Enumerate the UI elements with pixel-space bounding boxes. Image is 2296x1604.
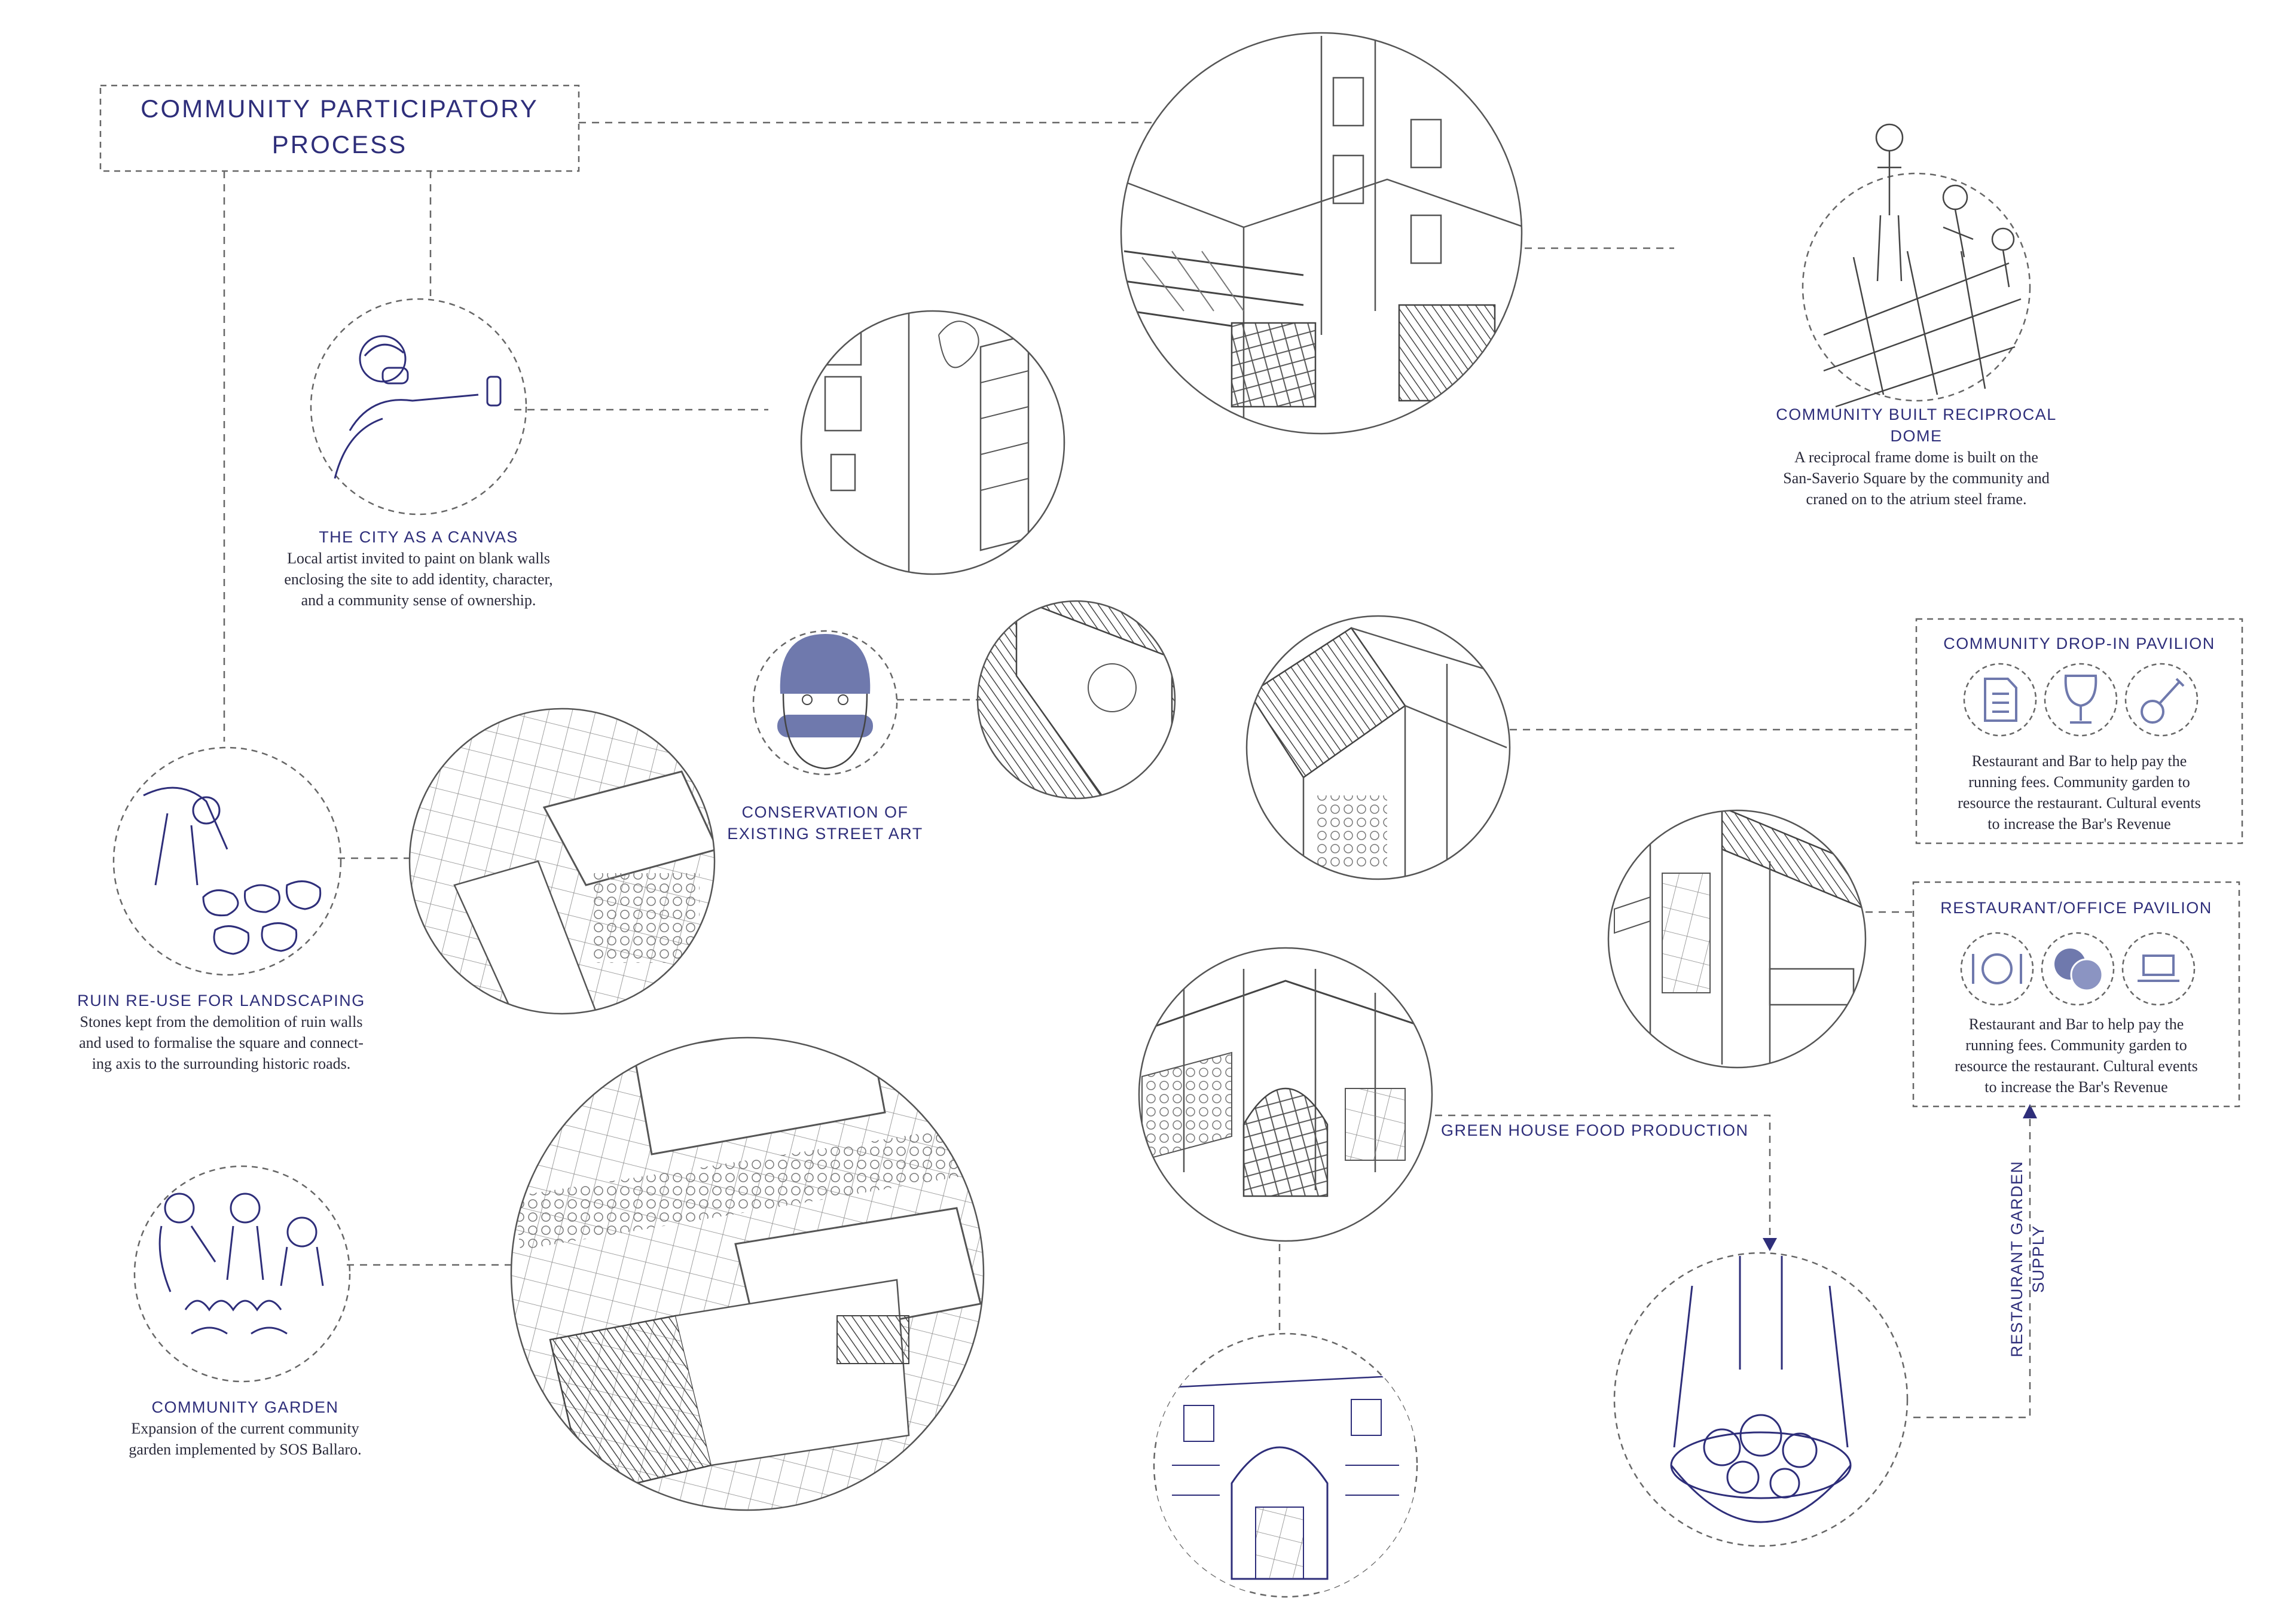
greenhouse-illustration — [1138, 947, 1433, 1242]
facade-illustration — [1157, 1374, 1414, 1591]
laptop-icon — [2138, 955, 2179, 982]
arrow-down-icon — [1763, 1238, 1777, 1251]
document-icon — [1984, 678, 2017, 722]
drop-in-pavilion-box — [1915, 618, 2243, 844]
square-illustration — [510, 1036, 985, 1511]
drop-in-pavilion-line: to increase the Bar's Revenue — [1987, 815, 2171, 833]
artist-vignette — [310, 298, 527, 516]
coins-icon — [2054, 949, 2103, 992]
street-art-title-line: CONSERVATION OF — [741, 803, 909, 821]
garden-vignette — [133, 1165, 351, 1383]
ruin-reuse-line: and used to formalise the square and con… — [79, 1034, 364, 1051]
artist-figure — [334, 335, 502, 479]
reciprocal-dome-line: A reciprocal frame dome is built on the — [1794, 449, 2038, 466]
drop-in-pavilion-text: Restaurant and Bar to help pay the runni… — [1919, 751, 2239, 834]
restaurant-pavilion-illustration — [1607, 809, 1867, 1069]
guitar-icon — [2141, 678, 2185, 724]
harvest-vignette — [1613, 1252, 1909, 1547]
restaurant-pavilion-title: RESTAURANT/OFFICE PAVILION — [1940, 899, 2212, 917]
builders-vignette — [1802, 172, 2031, 402]
street-art-caption: CONSERVATION OF EXISTING STREET ART — [706, 801, 945, 844]
drop-in-pavilion-illustration — [1245, 615, 1511, 880]
ruin-reuse-line: ing axis to the surrounding historic roa… — [91, 1055, 351, 1072]
drop-in-pavilion-caption: COMMUNITY DROP-IN PAVILION — [1919, 633, 2239, 654]
page-title-line2: PROCESS — [271, 130, 408, 158]
atrium-illustration — [1120, 32, 1523, 435]
reciprocal-dome-line: San-Saverio Square by the community and — [1783, 469, 2050, 487]
drop-in-pavilion-line: resource the restaurant. Cultural events — [1958, 794, 2201, 812]
street-art-face — [777, 634, 873, 770]
ruin-reuse-caption: RUIN RE-USE FOR LANDSCAPING Stones kept … — [36, 990, 407, 1074]
ruin-reuse-title: RUIN RE-USE FOR LANDSCAPING — [77, 992, 365, 1010]
restaurant-pavilion-box — [1912, 881, 2240, 1108]
reciprocal-dome-line: craned on to the atrium steel frame. — [1806, 490, 2027, 508]
restaurant-pavilion-line: resource the restaurant. Cultural events — [1955, 1057, 2198, 1075]
street-wall-illustration — [800, 310, 1065, 575]
community-garden-line: Expansion of the current community — [131, 1420, 359, 1437]
drop-in-pavilion-title: COMMUNITY DROP-IN PAVILION — [1943, 635, 2215, 652]
page-title: COMMUNITY PARTICIPATORY PROCESS — [100, 91, 579, 163]
restaurant-pavilion-caption: RESTAURANT/OFFICE PAVILION — [1916, 897, 2236, 919]
city-canvas-line: and a community sense of ownership. — [301, 591, 536, 609]
street-art-vignette — [752, 630, 898, 776]
restaurant-pavilion-line: Restaurant and Bar to help pay the — [1968, 1016, 2184, 1033]
ruin-reuse-line: Stones kept from the demolition of ruin … — [80, 1013, 363, 1030]
wine-glass-icon — [2064, 675, 2097, 724]
builders-figure — [1823, 123, 2022, 408]
city-canvas-line: Local artist invited to paint on blank w… — [287, 550, 550, 567]
community-garden-title: COMMUNITY GARDEN — [151, 1398, 339, 1416]
green-house-caption: GREEN HOUSE FOOD PRODUCTION — [1441, 1120, 1764, 1141]
community-garden-caption: COMMUNITY GARDEN Expansion of the curren… — [66, 1396, 425, 1460]
restaurant-pavilion-line: running fees. Community garden to — [1965, 1036, 2187, 1054]
drop-in-pavilion-line: running fees. Community garden to — [1968, 773, 2190, 791]
harvest-figure — [1670, 1256, 1852, 1523]
connector-lines — [223, 121, 2031, 1419]
restaurant-pavilion-text: Restaurant and Bar to help pay the runni… — [1916, 1014, 2236, 1097]
street-art-title-line: EXISTING STREET ART — [727, 825, 923, 843]
plate-cutlery-icon — [1972, 953, 2022, 984]
city-canvas-caption: THE CITY AS A CANVAS Local artist invite… — [239, 526, 598, 611]
city-canvas-line: enclosing the site to add identity, char… — [284, 571, 553, 588]
garden-supply-title: RESTAURANT GARDEN SUPPLY — [2008, 1160, 2047, 1358]
green-house-title: GREEN HOUSE FOOD PRODUCTION — [1441, 1121, 1749, 1139]
mural-illustration — [976, 600, 1176, 800]
page-title-line1: COMMUNITY PARTICIPATORY — [141, 94, 539, 123]
garden-figures — [158, 1193, 324, 1335]
garden-supply-caption: RESTAURANT GARDEN SUPPLY — [2006, 1133, 2047, 1385]
stones-figure — [143, 786, 322, 955]
drop-in-icons — [1963, 663, 2199, 737]
city-canvas-title: THE CITY AS A CANVAS — [319, 528, 518, 546]
reciprocal-dome-title: COMMUNITY BUILT RECIPROCAL DOME — [1776, 405, 2057, 445]
arrow-up-icon — [2023, 1104, 2037, 1118]
restaurant-icons — [1960, 932, 2196, 1006]
reciprocal-dome-caption: COMMUNITY BUILT RECIPROCAL DOME A recipr… — [1752, 404, 2081, 510]
restaurant-pavilion-line: to increase the Bar's Revenue — [1984, 1078, 2168, 1096]
paving-illustration — [408, 708, 716, 1015]
facade-vignette — [1153, 1332, 1418, 1598]
community-garden-line: garden implemented by SOS Ballaro. — [129, 1441, 362, 1458]
title-box — [99, 84, 580, 172]
stones-vignette — [112, 746, 342, 976]
drop-in-pavilion-line: Restaurant and Bar to help pay the — [1971, 752, 2187, 770]
